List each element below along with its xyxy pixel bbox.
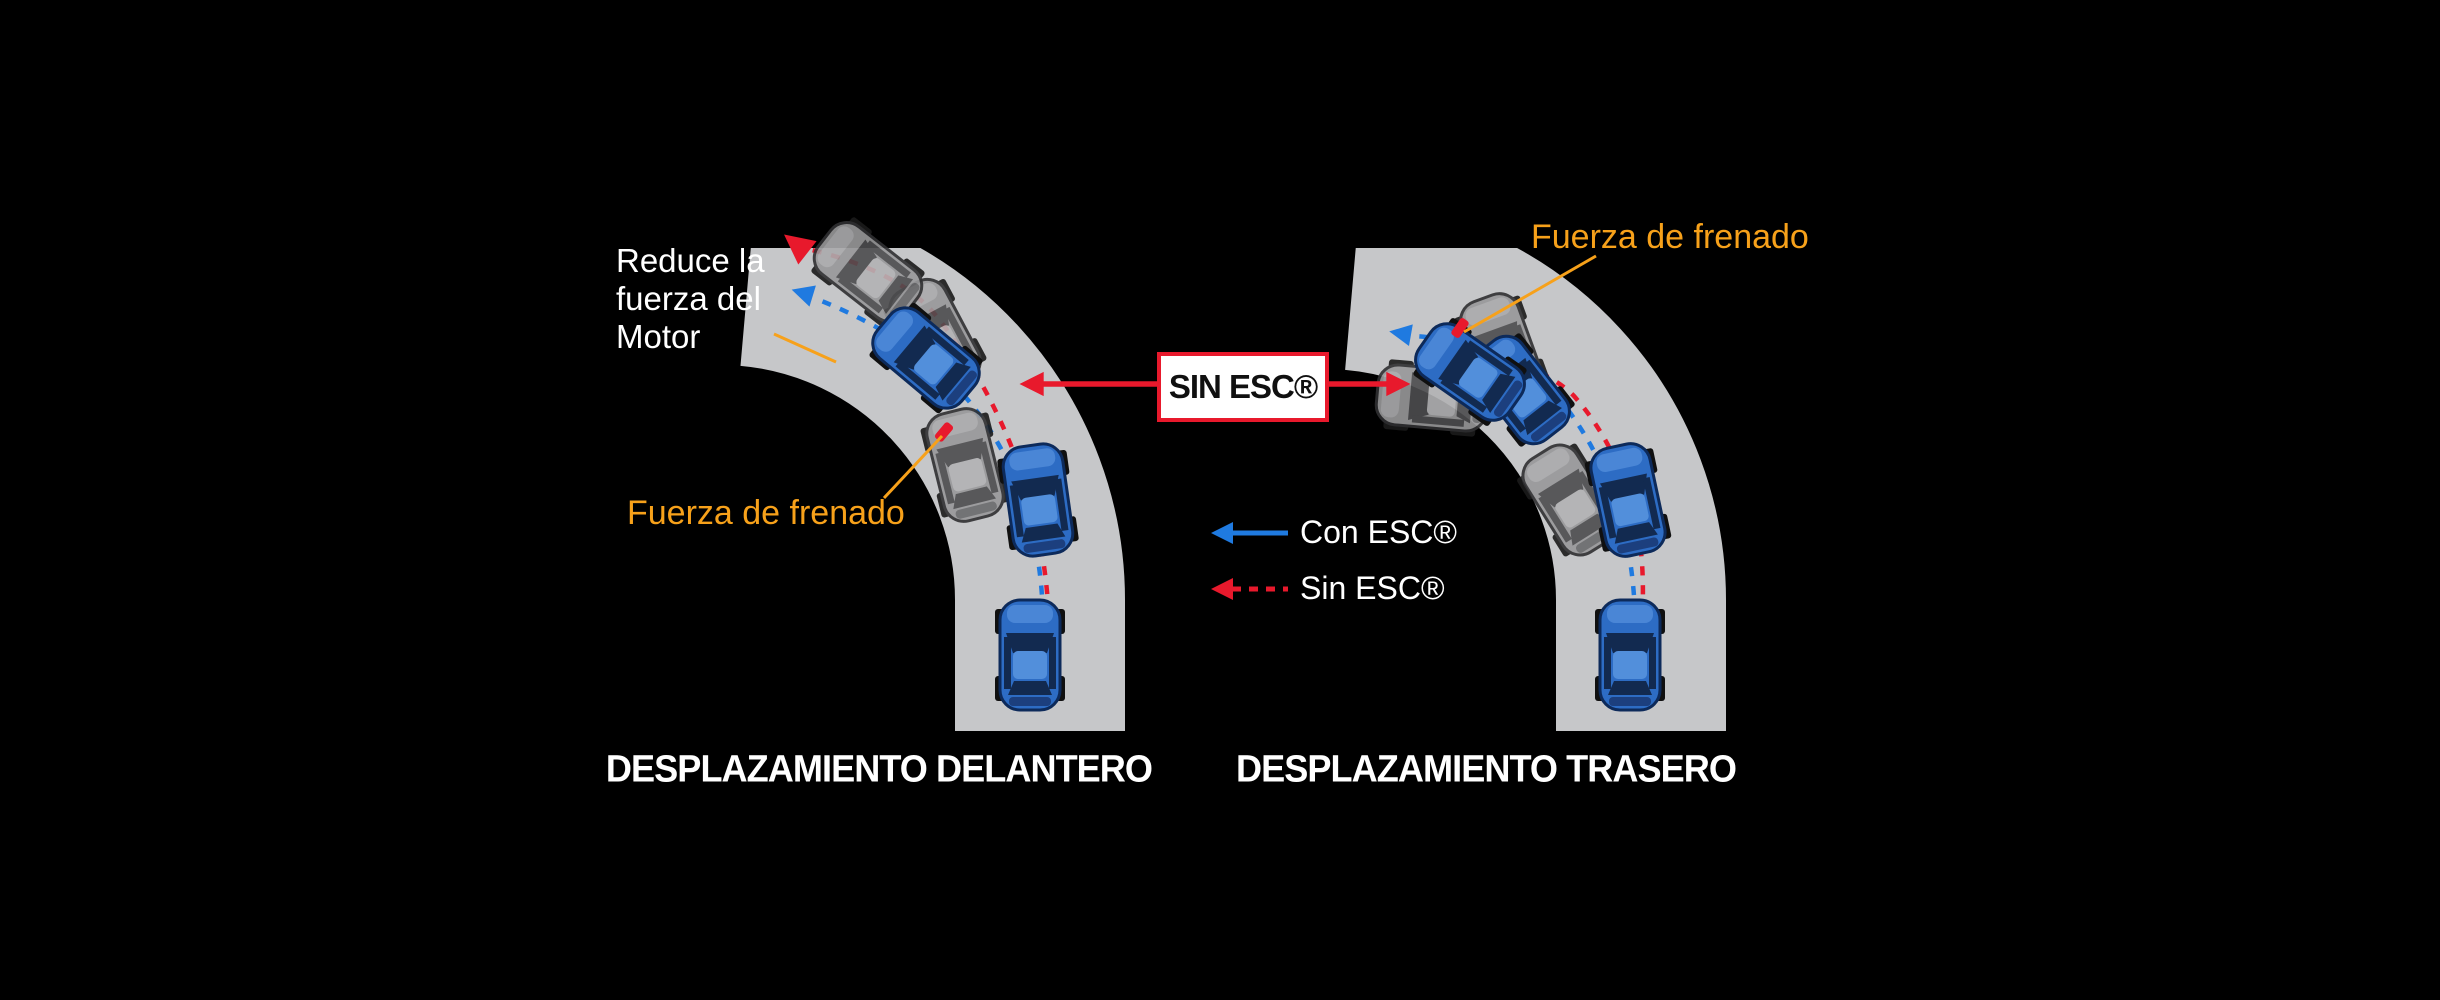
- engine-force-label: Reduce la fuerza del Motor: [616, 242, 765, 355]
- right-diagram-title: DESPLAZAMIENTO TRASERO: [1236, 748, 1737, 791]
- legend-without-esc-arrow: [1211, 578, 1288, 600]
- left-diagram-title: DESPLAZAMIENTO DELANTERO: [605, 748, 1153, 791]
- sin-esc-callout: SIN ESC®: [1157, 352, 1329, 422]
- legend-with-esc-label: Con ESC®: [1300, 514, 1457, 550]
- engine-force-pointer-line: [773, 332, 837, 364]
- legend-without-esc-label: Sin ESC®: [1300, 570, 1445, 606]
- left-brake-pointer-line: [882, 434, 944, 500]
- car-with-esc: [1593, 598, 1667, 712]
- right-brake-pointer-line: [1463, 254, 1597, 334]
- brake-force-marker: [1451, 318, 1469, 338]
- left-brake-force-label: Fuerza de frenado: [627, 494, 905, 532]
- sin-esc-left-arrow: [1019, 371, 1159, 397]
- car-with-esc: [993, 598, 1067, 712]
- legend-with-esc-arrow: [1211, 522, 1288, 544]
- right-brake-force-label: Fuerza de frenado: [1531, 218, 1809, 256]
